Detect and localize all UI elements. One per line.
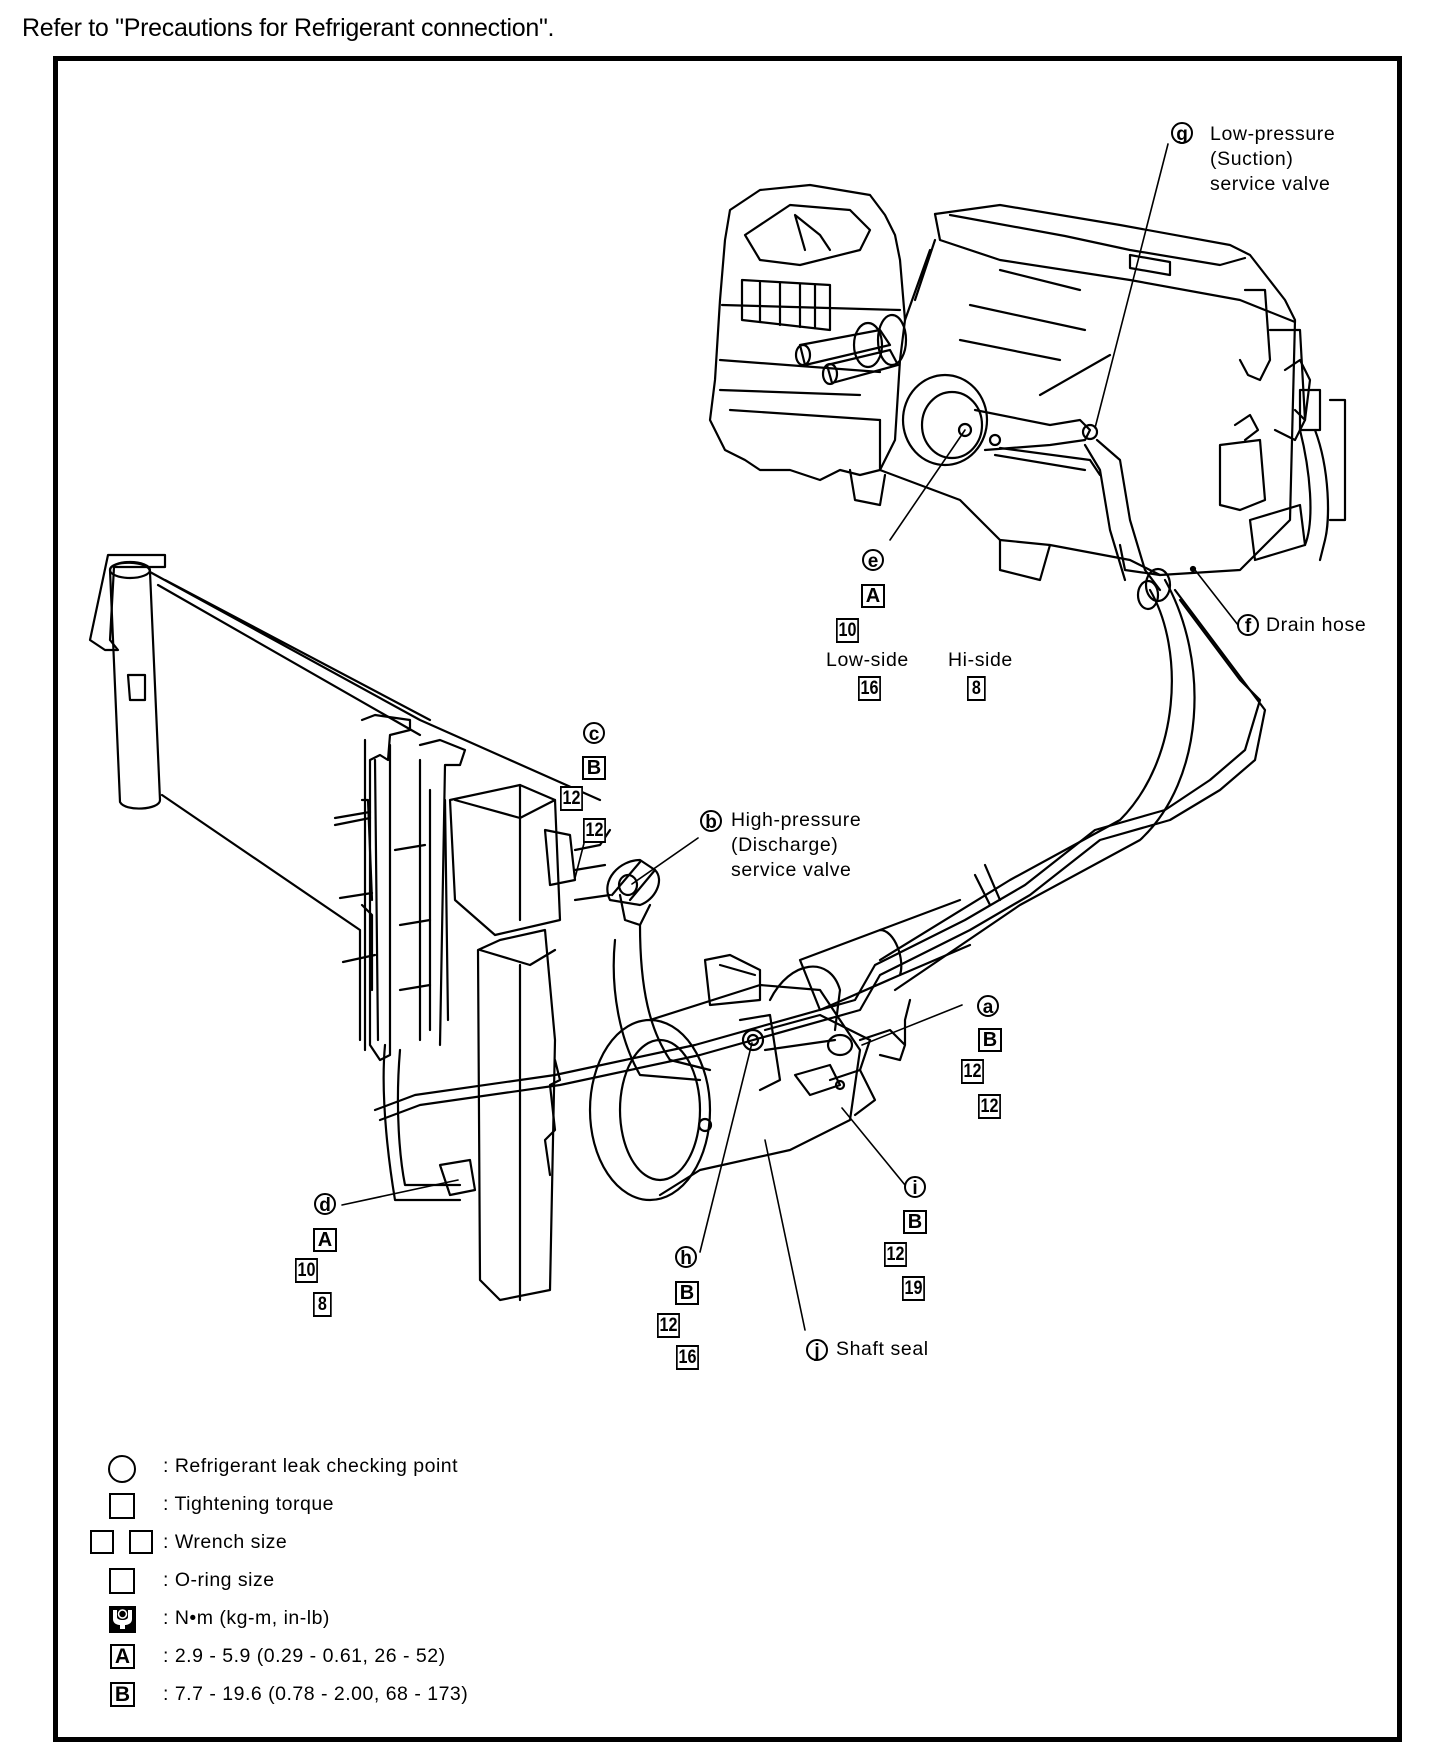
legend-wrench-square-2 [129,1530,153,1554]
hi-side-label: Hi-side [948,649,1013,671]
legend-oring-square-symbol [109,1568,135,1594]
intro-text: Refer to "Precautions for Refrigerant co… [22,14,555,42]
leader-g [1094,143,1169,429]
legend-circle-symbol [108,1455,136,1483]
suction-hose [878,567,1196,992]
label-line: (Suction) [1210,148,1294,170]
label-line: High-pressure [731,809,862,831]
legend-text-wrench-size: : Wrench size [163,1531,288,1553]
heater-evaporator-unit [708,183,1347,592]
label-line: (Discharge) [731,834,839,856]
shaft-seal-label: Shaft seal [836,1338,929,1360]
legend-text-class-a-range: : 2.9 - 5.9 (0.29 - 0.61, 26 - 52) [163,1645,446,1667]
liquid-tube [373,588,1267,1122]
label-line: Low-pressure [1210,123,1336,145]
oring-size-d: 8 [313,1292,332,1317]
wrench-size-c-2: 12 [583,818,607,843]
wrench-size-a-1: 12 [961,1059,985,1084]
high-pressure-valve-label: High-pressure (Discharge) service valve [731,808,861,883]
drain-hose-point [1189,565,1197,573]
torque-class-c: B [582,756,606,780]
leader-f [1194,569,1239,626]
leak-point-e-marker: e [862,549,884,572]
leader-a [861,1004,963,1046]
label-line: service valve [731,859,852,881]
leak-point-b-marker: b [700,810,722,833]
legend-square-symbol [109,1493,135,1519]
torque-class-i: B [903,1210,927,1234]
legend-text-torque-units: : N•m (kg-m, in-lb) [163,1607,330,1629]
discharge-hose [573,858,712,1082]
torque-class-d: A [313,1228,337,1252]
legend-torque-class-a: A [110,1644,135,1669]
shaft-seal-marker: j [806,1339,828,1362]
wrench-size-e: 10 [836,618,860,643]
legend-text-class-b-range: : 7.7 - 19.6 (0.78 - 2.00, 68 - 173) [163,1683,469,1705]
legend-torque-class-b: B [110,1682,135,1707]
condenser [88,553,612,1302]
leak-point-g-marker: g [1171,122,1193,145]
wrench-size-d: 10 [295,1258,319,1283]
legend-wrench-square-1 [90,1530,114,1554]
leak-point-i-marker: i [904,1176,926,1199]
leak-point-c-marker: c [583,722,605,745]
leader-i [841,1107,906,1186]
torque-class-e: A [861,584,885,608]
leader-e [889,429,966,541]
low-pressure-valve-label: Low-pressure (Suction) service valve [1210,122,1335,197]
leader-j [764,1139,806,1331]
oring-size-h: 16 [676,1345,700,1370]
leader-h [699,1042,753,1253]
leader-d [341,1179,459,1206]
leak-point-a-marker: a [977,995,999,1018]
low-side-label: Low-side [826,649,909,671]
oring-size-e-low: 16 [858,676,882,701]
legend-text-oring-size: : O-ring size [163,1569,275,1591]
leak-point-d-marker: d [314,1193,336,1216]
drain-hose-marker: f [1237,614,1259,637]
leak-point-h-marker: h [675,1246,697,1269]
wrench-size-c-1: 12 [560,786,584,811]
torque-class-h: B [675,1281,699,1305]
leader-b [631,837,699,885]
label-line: service valve [1210,173,1331,195]
wrench-size-h: 12 [657,1313,681,1338]
legend-text-leak-point: : Refrigerant leak checking point [163,1455,459,1477]
torque-class-a: B [978,1028,1002,1052]
wrench-size-a-2: 12 [978,1094,1002,1119]
wrench-size-i: 12 [884,1242,908,1267]
compressor [588,898,972,1202]
oring-size-e-hi: 8 [967,676,986,701]
torque-wrench-icon [109,1606,136,1633]
drain-hose-label: Drain hose [1266,614,1367,636]
diagram-frame [53,56,1402,1742]
oring-size-i: 19 [902,1276,926,1301]
legend-text-tightening-torque: : Tightening torque [163,1493,335,1515]
